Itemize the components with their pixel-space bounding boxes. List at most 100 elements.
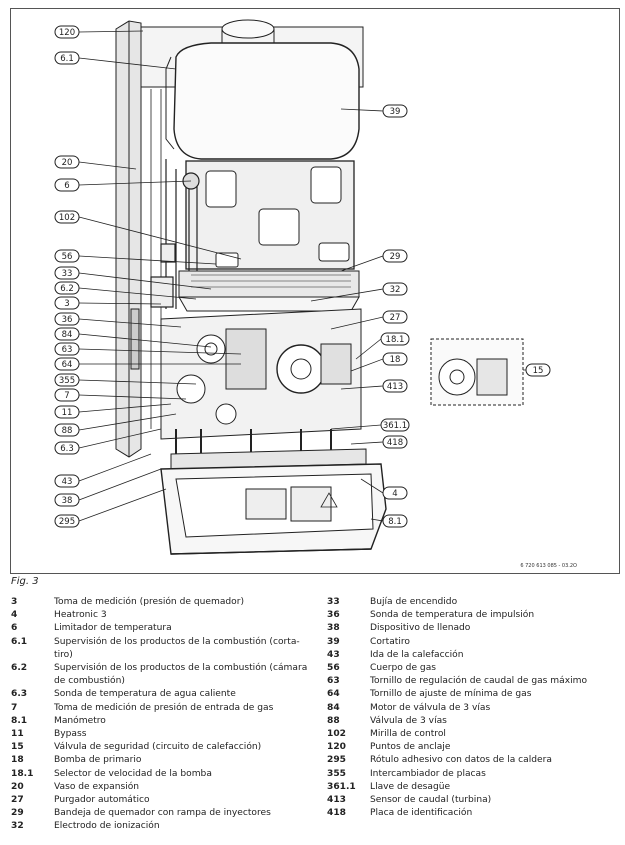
callout-leader-line <box>330 316 384 330</box>
legend-description: Tornillo de ajuste de mínima de gas <box>370 689 532 700</box>
legend-number: 33 <box>327 597 340 607</box>
callout-leader-line <box>78 180 192 186</box>
legend-description: tiro) <box>54 649 73 660</box>
callout-bubble <box>54 25 80 39</box>
legend-description: Manómetro <box>54 715 106 726</box>
callout-label: 27 <box>390 313 401 323</box>
legend-row: 84 Motor de válvula de 3 vías <box>327 702 622 715</box>
legend-description: Sonda de temperatura de agua caliente <box>54 689 236 700</box>
legend-number: 11 <box>11 729 24 740</box>
legend-description: Cortatiro <box>370 636 410 647</box>
callout-bubble <box>382 514 408 528</box>
draught-diverter <box>165 19 360 160</box>
legend-description: Limitador de temperatura <box>54 623 172 634</box>
callout-label: 18 <box>390 355 401 365</box>
legend-description: Vaso de expansión <box>54 781 140 792</box>
legend-number: 56 <box>327 663 340 674</box>
callout-label: 88 <box>62 426 73 436</box>
legend-row: 15 Válvula de seguridad (circuito de cale… <box>11 741 311 754</box>
legend-number: 39 <box>327 636 340 647</box>
callout-bubble <box>380 332 410 346</box>
legend-number: 84 <box>327 702 340 713</box>
legend-number: 63 <box>327 676 340 687</box>
callout-label: 102 <box>59 213 75 223</box>
legend-row: 43 Ida de la calefacción <box>327 649 622 662</box>
callout-bubble <box>54 249 80 263</box>
callout-bubble <box>382 435 408 449</box>
legend-description: Ida de la calefacción <box>370 649 464 660</box>
legend-description: Tornillo de regulación de caudal de gas … <box>370 676 588 687</box>
callout-bubble <box>54 405 80 419</box>
legend-number: 15 <box>11 742 24 753</box>
callout-leader-line <box>78 403 172 413</box>
legend-number: 3 <box>11 597 18 607</box>
legend-number: 4 <box>11 610 18 621</box>
legend-number: 32 <box>11 821 24 832</box>
callout-bubble <box>54 441 80 455</box>
callout-label: 361.1 <box>383 421 407 431</box>
callout-leader-line <box>355 338 382 360</box>
legend-number: 295 <box>327 755 346 766</box>
legend-number: 6.3 <box>11 689 28 700</box>
callout-bubble <box>54 357 80 371</box>
legend-number: 6 <box>11 623 18 634</box>
document-code: 6 720 613 085 - 03.2O <box>520 563 577 569</box>
callout-leader-line <box>78 488 167 522</box>
callout-leader-line <box>340 255 384 272</box>
callout-bubble <box>54 281 80 295</box>
callout-bubble <box>382 282 408 296</box>
legend-description: de combustión) <box>54 676 125 687</box>
figure-label: Fig. 3 <box>11 576 39 587</box>
callout-label: 6.3 <box>60 444 74 454</box>
callout-bubble <box>54 210 80 224</box>
callout-leader-line <box>310 288 384 302</box>
callout-bubble <box>54 51 80 65</box>
legend-number: 36 <box>327 610 340 621</box>
legend-description: Placa de identificación <box>370 808 473 819</box>
legend-description: Bandeja de quemador con rampa de inyecto… <box>54 808 271 819</box>
callout-label: 8.1 <box>388 517 402 527</box>
legend-number: 43 <box>327 649 340 660</box>
callout-leader-line <box>350 441 384 445</box>
legend-number: 6.1 <box>11 636 28 647</box>
legend-number: 361.1 <box>327 781 356 792</box>
callout-bubble <box>54 342 80 356</box>
callout-label: 355 <box>59 376 75 386</box>
legend-row: 418 Placa de identificación <box>327 807 622 820</box>
callout-leader-line <box>78 468 162 501</box>
callout-bubble <box>54 178 80 192</box>
legend-description: Supervisión de los productos de la combu… <box>54 636 300 647</box>
callout-bubble <box>54 296 80 310</box>
callout-leader-line <box>78 428 162 449</box>
legend-row: 6.1 Supervisión de los productos de la co… <box>11 636 311 649</box>
callout-bubble <box>382 104 408 118</box>
legend-description: Sonda de temperatura de impulsión <box>370 610 535 621</box>
legend-description: Rótulo adhesivo con datos de la caldera <box>370 755 552 766</box>
legend-description: Válvula de seguridad (circuito de calefa… <box>54 742 262 753</box>
legend-number: 64 <box>327 689 340 700</box>
callout-label: 43 <box>62 477 73 487</box>
legend-description: Motor de válvula de 3 vías <box>370 702 491 713</box>
legend-number: 27 <box>11 795 24 806</box>
callout-bubble <box>54 373 80 387</box>
legend-left-column: 3 Toma de medición (presión de quemador) 4… <box>11 596 311 834</box>
legend-number: 418 <box>327 808 346 819</box>
legend-description: Heatronic 3 <box>54 610 107 621</box>
legend-number: 38 <box>327 623 340 634</box>
legend-description: Toma de medición (presión de quemador) <box>54 597 245 607</box>
legend-description: Intercambiador de placas <box>370 768 486 779</box>
callout-leader-line <box>78 255 217 265</box>
legend-number: 29 <box>11 808 24 819</box>
legend-row: 64 Tornillo de ajuste de mínima de gas <box>327 688 622 701</box>
callout-leader-line <box>78 333 212 348</box>
